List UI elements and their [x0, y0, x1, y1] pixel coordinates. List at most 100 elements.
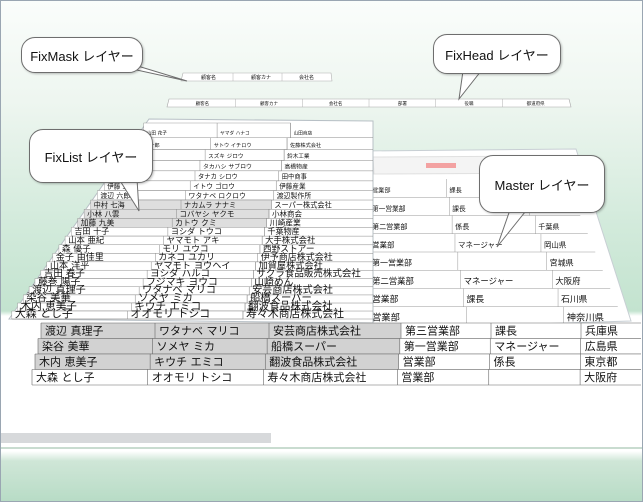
bottom-cell: 広島県 — [585, 339, 618, 353]
fixlist-cell: ヨシダ ハルコ — [150, 268, 210, 280]
fixlist-cell: ヤマモト アキ — [167, 235, 220, 245]
fixlist-cell: 小林商会 — [272, 208, 302, 218]
fixlist-cell: 千葉物産 — [267, 226, 299, 236]
fixlist-cell: 川崎産業 — [270, 217, 301, 227]
fixlist-cell: 吉田 十子 — [74, 226, 109, 236]
master-cell: 営業部 — [372, 311, 400, 323]
fixlist-cell: 渡辺 六郎 — [100, 191, 130, 200]
fixmask-label: FixMask レイヤー — [30, 48, 134, 64]
fixhead-label: FixHead レイヤー — [445, 47, 549, 63]
fixlist-cell: ワタナベ マリコ — [142, 284, 216, 296]
bottom-row-bg — [38, 338, 400, 354]
bottom-cell: 第一営業部 — [404, 339, 459, 353]
fixlist-cell: 田中商事 — [282, 172, 308, 181]
master-callout: Master レイヤー — [479, 155, 605, 213]
fixlist-cell: 安芸商店株式会社 — [252, 283, 333, 296]
bottom-cell: 係長 — [494, 356, 516, 369]
master-cell: 千葉県 — [538, 222, 559, 231]
master-cell: 営業部 — [372, 239, 395, 249]
master-cell: 大阪府 — [555, 276, 580, 286]
fixlist-cell: スーパー株式会社 — [274, 200, 331, 209]
master-cell: 第一営業部 — [372, 204, 406, 213]
bottom-cell: 寿々木商店株式会社 — [267, 370, 366, 384]
fixhead-cells: 顧客名顧客カナ会社名部署役職都道府県 — [196, 99, 545, 107]
fixlist-cell: 金子 由佳里 — [56, 251, 104, 263]
fixlist-cell: サクラ食品販売株式会社 — [256, 268, 361, 280]
bottom-cell: 兵庫県 — [585, 324, 618, 338]
bottom-cell: 船橋スーパー — [271, 339, 337, 353]
master-cell: 係長 — [455, 222, 469, 231]
master-cell: 課長 — [449, 187, 461, 195]
fixmask-cell: 会社名 — [299, 74, 314, 81]
fixlist-cell: 森 優子 — [62, 242, 91, 254]
master-cell: 営業部 — [372, 293, 399, 305]
fixlist-cell: キウチ エミコ — [134, 300, 201, 312]
fixlist-cell: 佐藤株式会社 — [290, 141, 321, 149]
fixhead-cell: 会社名 — [329, 100, 343, 107]
master-cell: マネージャー — [458, 240, 502, 249]
fixmask-cell: 顧客カナ — [251, 74, 271, 81]
master-cell: 第二営業部 — [372, 276, 414, 286]
master-cell: 石川県 — [561, 294, 588, 305]
fixlist-cell: 山田商店 — [293, 129, 312, 136]
bottom-cell: オオモリ トシコ — [152, 371, 233, 384]
bottom-cell: ソメヤ ミカ — [157, 340, 216, 353]
fixlist-cell: 伊藤 五郎 — [107, 181, 136, 190]
fixlist-cell: 西野ストアー — [263, 243, 315, 254]
fixlist-callout: FixList レイヤー — [29, 129, 153, 183]
bottom-cell: 大阪府 — [584, 370, 617, 384]
bottom-cell: 染谷 美華 — [42, 339, 90, 353]
fixhead-callout: FixHead レイヤー — [433, 34, 561, 74]
master-cell: 課長 — [467, 293, 485, 305]
fixlist-cell: 伊藤産業 — [279, 181, 306, 190]
fixlist-cell: 染谷 美華 — [26, 291, 70, 304]
fixlist-cell: 加賀屋株式会社 — [259, 259, 323, 271]
master-cell: 第一営業部 — [372, 258, 412, 268]
fixlist-cell: オオモリ トシコ — [130, 307, 210, 320]
fixlist-cell: サトウ イチロウ — [214, 141, 252, 149]
bottom-row-bg — [35, 354, 399, 370]
bottom-cell: 渡辺 真理子 — [45, 324, 104, 338]
bottom-row-bg — [32, 369, 398, 385]
master-cell: 課長 — [452, 204, 466, 213]
master-cell: 宮城県 — [550, 258, 574, 268]
fixlist-cell: 伊予商店株式会社 — [261, 251, 333, 263]
fixlist-cell: 山崎めん — [254, 275, 293, 288]
bottom-cell: 翻波食品株式会社 — [269, 355, 357, 369]
fixhead-cell: 顧客カナ — [260, 100, 278, 107]
bottom-layer: 渡辺 真理子ワタナベ マリコ安芸商店株式会社第三営業部課長兵庫県染谷 美華ソメヤ… — [31, 322, 641, 386]
fixlist-cell: 寿々木商店株式会社 — [246, 306, 344, 320]
fixhead-cell: 役職 — [465, 100, 474, 107]
fixlist-cell: ナカムラ ナナミ — [184, 200, 236, 209]
fixlist-cell: 吉田 春子 — [44, 268, 86, 280]
master-cell: 岡山県 — [544, 239, 567, 249]
bottom-cell: 大森 とし子 — [36, 370, 95, 384]
bottom-cell: ワタナベ マリコ — [159, 325, 240, 338]
fixhead-layer: 顧客名顧客カナ会社名部署役職都道府県 — [166, 98, 572, 108]
fixlist-cell: 大手株式会社 — [265, 235, 316, 245]
fixlist-cell: スズキ ジロウ — [208, 152, 243, 160]
fixlist-cell: 高橋物産 — [284, 163, 308, 171]
fixlist-cell: ヤマダ ハナコ — [220, 129, 250, 136]
fixlist-cell: ワタナベ ロクロウ — [189, 191, 246, 200]
fixlist-cell: 中村 七海 — [94, 200, 125, 209]
fixlist-cell: 大森 とし子 — [15, 306, 73, 320]
fixlist-cell: フジマキ ヨウコ — [146, 276, 218, 288]
bottom-row-bg — [41, 323, 401, 339]
fixmask-layer: 顧客名 顧客カナ 会社名 — [180, 72, 333, 82]
fixlist-cell: 翻波食品株式会社 — [248, 299, 333, 312]
fixlist-cell: 船橋スーパー — [250, 291, 312, 304]
fixlist-cell: イトウ ゴロウ — [193, 181, 235, 190]
fixlist-cell: 山本 亜紀 — [68, 235, 105, 245]
fixlist-cell: ヤマモト ヨウヘイ — [154, 260, 230, 271]
bottom-cell: マネージャー — [494, 340, 559, 353]
bottom-rows: 渡辺 真理子ワタナベ マリコ安芸商店株式会社第三営業部課長兵庫県染谷 美華ソメヤ… — [31, 322, 641, 386]
bottom-cell: 営業部 — [401, 370, 434, 384]
fixlist-cell: 加藤 九美 — [81, 217, 115, 227]
fixhead-cell: 都道府県 — [527, 100, 545, 107]
fixlist-cell: ソメヤ ミカ — [138, 292, 193, 304]
fixlist-cell: 渡辺製作所 — [277, 191, 312, 200]
fixlist-cell: カネコ ユカリ — [158, 252, 215, 263]
